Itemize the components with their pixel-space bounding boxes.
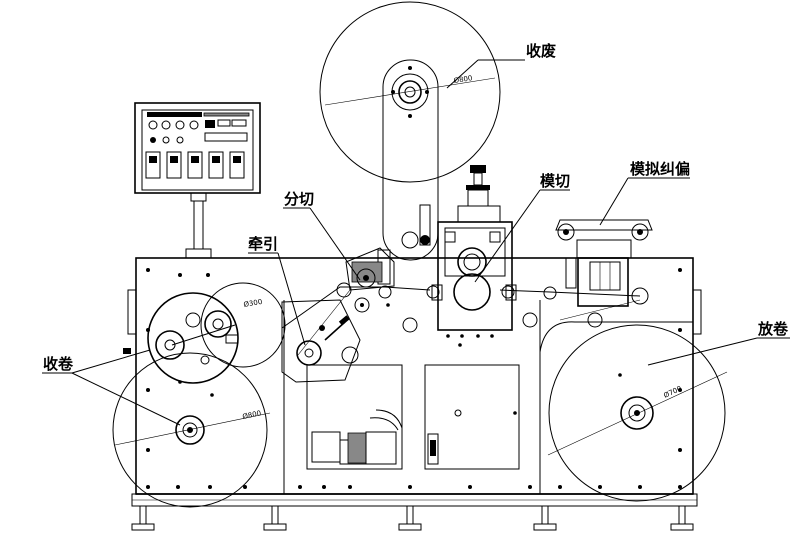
leader-lines: [42, 59, 790, 426]
traction-unit: [281, 299, 361, 383]
label-traction: 牵引: [248, 235, 278, 253]
waste-roll-outline: [319, 1, 501, 183]
control-panel: [134, 102, 261, 259]
rewind-roll-outline: [112, 352, 268, 508]
die-cut-unit: [377, 165, 517, 338]
rewind-core-outline: [200, 282, 286, 368]
foot: [533, 505, 557, 531]
traction-roller: [296, 340, 322, 366]
rewind-unit: Ø800 Ø300: [112, 282, 286, 508]
label-unwind: 放卷: [757, 320, 789, 338]
die-roller: [453, 273, 491, 311]
waste-roll-dim: Ø800: [453, 74, 473, 85]
waste-arm: [382, 59, 439, 261]
unwind-roll-outline: [548, 324, 726, 502]
frame-bolts: [146, 268, 682, 489]
unwind-unit: Ø700: [539, 321, 728, 502]
web-guide-unit: [555, 219, 653, 307]
label-slitting: 分切: [284, 190, 314, 208]
rewind-core-dim: Ø300: [243, 298, 263, 309]
foot: [670, 505, 694, 531]
rewind-roll-dim: Ø800: [242, 409, 262, 421]
foot: [263, 505, 287, 531]
unwind-roll-dim: Ø700: [662, 385, 682, 400]
waste-dim-line: [324, 77, 496, 106]
label-waste-rewind: 收废: [526, 42, 556, 60]
label-die-cut: 模切: [540, 172, 570, 190]
drive-motor: [311, 409, 403, 465]
label-rewind: 收卷: [43, 355, 74, 373]
web-path: [281, 282, 649, 356]
label-web-guide: 模拟纠偏: [630, 160, 690, 178]
waste-rewind-unit: Ø800: [319, 1, 501, 261]
foot: [398, 505, 422, 531]
lower-compartments: [306, 364, 520, 470]
foot: [131, 505, 155, 531]
machine-feet: [131, 505, 694, 531]
